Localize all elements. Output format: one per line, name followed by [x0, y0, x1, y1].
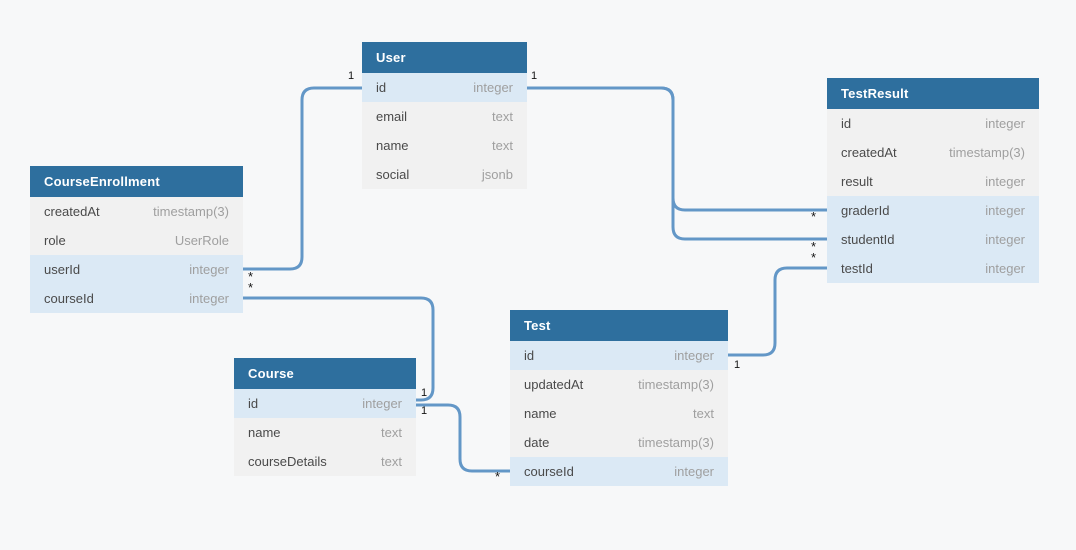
field-type: integer — [473, 80, 513, 95]
field-type: text — [492, 109, 513, 124]
field-name: email — [376, 109, 408, 124]
cardinality-label-course-one-bottom: 1 — [421, 405, 428, 417]
table-course[interactable]: Course id integer name text courseDetail… — [234, 358, 416, 476]
field-type: integer — [985, 203, 1025, 218]
field-name: testId — [841, 261, 873, 276]
field-type: integer — [985, 116, 1025, 131]
field-name: name — [248, 425, 281, 440]
field-row-test-name[interactable]: name text — [510, 399, 728, 428]
table-user[interactable]: User id integer email text name text soc… — [362, 42, 527, 189]
cardinality-label-graderid-many: * — [811, 209, 817, 224]
field-row-test-updatedat[interactable]: updatedAt timestamp(3) — [510, 370, 728, 399]
field-type: text — [381, 454, 402, 469]
field-name: userId — [44, 262, 81, 277]
cardinality-label-user-one: 1 — [348, 70, 355, 82]
connector-user-testresult-grader[interactable] — [527, 86, 827, 212]
table-course-header[interactable]: Course — [234, 358, 416, 389]
table-testresult-header[interactable]: TestResult — [827, 78, 1039, 109]
cardinality-label-userid-many: * — [248, 269, 254, 284]
cardinality-label-studentid-many: * — [811, 239, 817, 254]
connector-course-test[interactable] — [416, 403, 510, 473]
field-row-test-date[interactable]: date timestamp(3) — [510, 428, 728, 457]
field-name: social — [376, 167, 410, 182]
field-type: integer — [189, 291, 229, 306]
field-type: timestamp(3) — [153, 204, 229, 219]
field-name: name — [524, 406, 557, 421]
field-row-user-social[interactable]: social jsonb — [362, 160, 527, 189]
field-type: text — [381, 425, 402, 440]
field-row-user-name[interactable]: name text — [362, 131, 527, 160]
field-name: result — [841, 174, 873, 189]
field-type: timestamp(3) — [949, 145, 1025, 160]
field-name: createdAt — [44, 204, 100, 219]
field-row-courseenrollment-courseid[interactable]: courseId integer — [30, 284, 243, 313]
field-row-testresult-studentid[interactable]: studentId integer — [827, 225, 1039, 254]
field-type: integer — [362, 396, 402, 411]
field-type: UserRole — [174, 233, 229, 248]
field-type: text — [492, 138, 513, 153]
field-row-course-coursedetails[interactable]: courseDetails text — [234, 447, 416, 476]
field-row-test-courseid[interactable]: courseId integer — [510, 457, 728, 486]
field-type: jsonb — [481, 167, 513, 182]
table-test[interactable]: Test id integer updatedAt timestamp(3) n… — [510, 310, 728, 486]
cardinality-label-courseid-many: * — [248, 280, 254, 295]
field-row-course-name[interactable]: name text — [234, 418, 416, 447]
field-row-courseenrollment-role[interactable]: role UserRole — [30, 226, 243, 255]
field-row-testresult-result[interactable]: result integer — [827, 167, 1039, 196]
cardinality-label-course-one-top: 1 — [421, 387, 428, 399]
table-courseenrollment[interactable]: CourseEnrollment createdAt timestamp(3) … — [30, 166, 243, 313]
field-row-user-email[interactable]: email text — [362, 102, 527, 131]
field-type: integer — [674, 464, 714, 479]
field-name: updatedAt — [524, 377, 584, 392]
field-row-testresult-graderid[interactable]: graderId integer — [827, 196, 1039, 225]
field-type: integer — [985, 261, 1025, 276]
field-row-courseenrollment-userid[interactable]: userId integer — [30, 255, 243, 284]
field-name: role — [44, 233, 66, 248]
field-row-test-id[interactable]: id integer — [510, 341, 728, 370]
connector-user-testresult-student[interactable] — [527, 86, 827, 241]
table-testresult[interactable]: TestResult id integer createdAt timestam… — [827, 78, 1039, 283]
field-name: id — [841, 116, 852, 131]
field-name: id — [524, 348, 535, 363]
connector-course-courseenrollment[interactable] — [243, 296, 435, 402]
field-type: integer — [985, 174, 1025, 189]
field-type: text — [693, 406, 714, 421]
field-name: graderId — [841, 203, 890, 218]
field-name: studentId — [841, 232, 895, 247]
field-name: date — [524, 435, 550, 450]
field-type: timestamp(3) — [638, 377, 714, 392]
table-test-header[interactable]: Test — [510, 310, 728, 341]
cardinality-label-user-one-right: 1 — [531, 70, 538, 82]
cardinality-label-test-one: 1 — [734, 359, 741, 371]
field-type: integer — [985, 232, 1025, 247]
field-name: id — [248, 396, 259, 411]
connector-user-courseenrollment[interactable] — [243, 86, 362, 271]
field-row-course-id[interactable]: id integer — [234, 389, 416, 418]
field-type: integer — [189, 262, 229, 277]
field-type: timestamp(3) — [638, 435, 714, 450]
cardinality-label-testid-many: * — [811, 250, 817, 265]
cardinality-label-test-courseid-many: * — [495, 469, 501, 484]
field-type: integer — [674, 348, 714, 363]
field-row-courseenrollment-createdat[interactable]: createdAt timestamp(3) — [30, 197, 243, 226]
field-name: createdAt — [841, 145, 897, 160]
field-name: courseId — [524, 464, 574, 479]
field-name: name — [376, 138, 409, 153]
field-name: id — [376, 80, 387, 95]
table-courseenrollment-header[interactable]: CourseEnrollment — [30, 166, 243, 197]
table-user-header[interactable]: User — [362, 42, 527, 73]
field-name: courseDetails — [248, 454, 327, 469]
field-row-testresult-testid[interactable]: testId integer — [827, 254, 1039, 283]
connector-test-testresult[interactable] — [728, 266, 827, 357]
field-name: courseId — [44, 291, 94, 306]
field-row-testresult-id[interactable]: id integer — [827, 109, 1039, 138]
field-row-user-id[interactable]: id integer — [362, 73, 527, 102]
field-row-testresult-createdat[interactable]: createdAt timestamp(3) — [827, 138, 1039, 167]
